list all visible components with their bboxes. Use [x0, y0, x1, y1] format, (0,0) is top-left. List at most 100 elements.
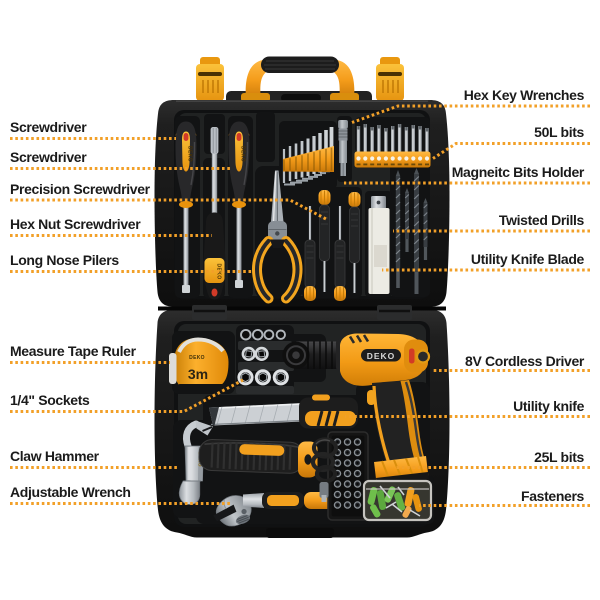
socket-row-small-part-3	[263, 329, 275, 341]
drill-bit-1-part-2	[395, 176, 401, 268]
bits-50l-holder-labels	[356, 163, 429, 166]
bits-25l-bits-part-2-part-18	[356, 493, 359, 496]
drill-bit-4	[423, 198, 428, 260]
socket-row-small-part-1	[240, 328, 252, 341]
magnetic-bits-holder-part-1	[338, 120, 348, 129]
pliers-grip-left-inner	[255, 239, 271, 301]
fasteners-contents	[367, 485, 422, 518]
bits-50l-shafts-part-4	[377, 125, 381, 152]
handle-grip-texture	[264, 60, 336, 70]
drill-brand: DEKO	[367, 351, 396, 361]
bits-50l-holder-holes-part-1	[356, 156, 361, 161]
label-utility-knife-blade: Utility Knife Blade	[470, 250, 585, 267]
fasteners-contents-part-3	[384, 486, 396, 503]
drill-bit-4-part-3	[423, 204, 428, 241]
precision-screwdriver-3-part-3	[336, 245, 344, 259]
charger-cable-part-4	[315, 439, 331, 445]
precision-screwdriver-4-part-5	[353, 263, 356, 293]
bits-25l-bits-part-2-part-16	[336, 493, 339, 496]
tape-body	[174, 338, 229, 389]
bits-50l-tips-part-7	[398, 124, 401, 128]
precision-screwdriver-3	[334, 206, 346, 301]
label-hex-key-wrenches: Hex Key Wrenches	[463, 86, 585, 103]
bits-50l-holder-labels-part-4	[377, 163, 381, 166]
bits-25l-bits-part-2-part-6	[356, 451, 359, 454]
precision-screwdriver-3-part-1	[338, 206, 342, 242]
bits-50l-holder-labels-part-7	[397, 163, 402, 166]
screwdriver-1-red-mark	[183, 133, 189, 141]
bits-50l-shafts	[356, 124, 429, 152]
bits-50l-holder-holes-part-3	[370, 156, 375, 161]
bits-50l	[354, 124, 431, 168]
bits-25l-bits-part-2-part-5	[346, 451, 349, 454]
bits-50l-holder-labels-part-8	[404, 163, 409, 166]
tape-base	[178, 384, 226, 390]
socket-row-large-part-6	[276, 372, 286, 383]
case-latch-right	[376, 57, 404, 101]
case-bottom-recess	[266, 528, 334, 538]
claw-hammer: DEKO	[178, 420, 318, 505]
handle-foot-right	[330, 93, 359, 102]
drill-bit-2-part-2	[405, 193, 409, 239]
wrench-handle-inlay	[267, 495, 299, 506]
hex-nut-screwdriver: DEKO	[203, 127, 226, 300]
drill-brand-badge	[361, 349, 401, 362]
bits-50l-holder-holes-part-5	[383, 156, 388, 161]
bits-25l-bits-part-2-part-19	[336, 503, 339, 507]
drill-bit-4-part-4	[423, 247, 428, 260]
precision-screwdriver-1-part-1	[308, 206, 312, 242]
bits-50l-tips-part-9	[412, 125, 415, 129]
sockets	[236, 328, 294, 394]
hex-nut-socket-facets	[212, 128, 217, 153]
hammer-handle	[198, 439, 304, 474]
sockets-part-3	[236, 386, 294, 394]
screwdriver-2-brand: DEKO	[239, 146, 245, 162]
precision-screwdriver-2-part-2	[320, 190, 329, 205]
screwdriver-1-brand: DEKO	[186, 146, 192, 162]
bits-50l-shafts-part-7	[397, 124, 402, 152]
fasteners-box	[362, 479, 433, 522]
cordless-drill: DEKO	[282, 333, 431, 486]
drill-battery-texture	[381, 456, 425, 482]
hex-nut-screwdriver-handle	[203, 212, 226, 300]
knife-blade-top	[210, 403, 303, 410]
bits-50l-holder-labels-part-9	[411, 163, 416, 166]
hammer-cheek-highlight	[187, 447, 191, 480]
screwdriver-2-handle-hl	[243, 141, 249, 186]
hammer-claw-neck	[183, 420, 200, 450]
screwdriver-1-end	[179, 201, 193, 208]
fasteners-screws	[379, 485, 421, 517]
label-fasteners: Fasteners	[521, 487, 584, 504]
bits-50l-holder-labels-part-6	[390, 163, 395, 166]
label-precision-screwdriver: Precision Screwdriver	[10, 180, 150, 197]
pliers-grip-right-inner	[284, 239, 300, 301]
precision-screwdriver-4-part-2	[350, 192, 359, 207]
drill-rear-part-2	[409, 348, 415, 364]
case-handle	[226, 56, 372, 105]
bits-50l-holder-labels-part-3	[370, 163, 375, 166]
drill-handle	[367, 380, 426, 469]
label-magnetic-bits-holder: Magneitc Bits Holder	[451, 163, 585, 180]
label-25l-bits: 25L bits	[534, 449, 584, 465]
magnetic-bits-holder-part-4	[339, 140, 347, 163]
bits-50l-holder-holes-part-6	[390, 156, 395, 161]
fasteners-contents-part-5	[370, 504, 381, 518]
bits-50l-tips	[357, 124, 429, 132]
bits-50l-shafts-part-10	[418, 126, 422, 152]
precision-screwdriver-4-part-3	[349, 206, 360, 264]
label-screwdriver-2: Screwdriver	[10, 149, 87, 165]
bits-50l-holder-holes-part-10	[418, 156, 423, 161]
drill-rear	[404, 339, 431, 373]
screwdriver-2-shaft	[236, 203, 242, 282]
bits-50l-holder-holes-part-8	[404, 156, 409, 161]
long-nose-pliers	[252, 170, 303, 304]
bits-50l-shafts-part-3	[370, 127, 374, 152]
socket-row-small-part-4	[275, 329, 286, 340]
fasteners-contents-part-1	[367, 487, 378, 505]
drill-chuck-ridges	[307, 341, 333, 369]
bits-50l-holder-holes-part-11	[424, 156, 430, 161]
label-twisted-drills: Twisted Drills	[498, 211, 584, 228]
bits-25l-bits-part-2-part-13	[336, 482, 339, 486]
